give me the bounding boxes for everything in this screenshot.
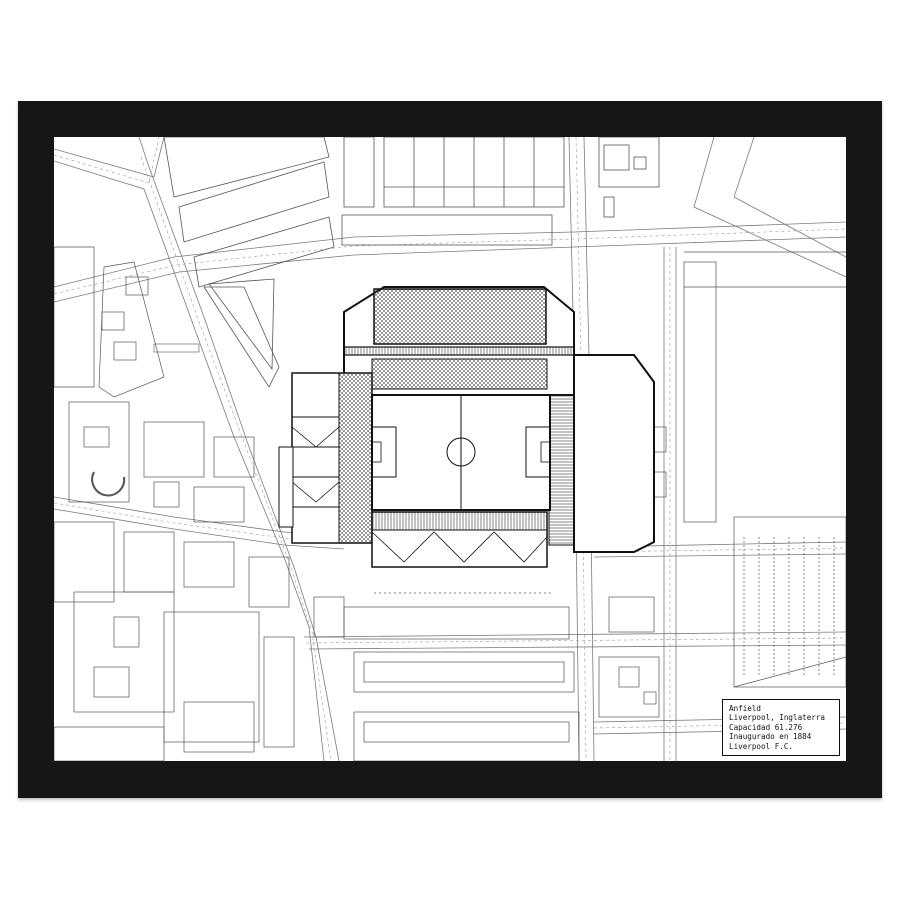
- road-centerlines: [54, 137, 846, 761]
- top-blocks: [163, 137, 660, 388]
- stadium-club: Liverpool F.C.: [729, 741, 794, 751]
- stadium-capacity: Capacidad 61.276: [729, 722, 803, 732]
- park: [208, 278, 275, 371]
- stadium-opened: Inaugurado en 1884: [729, 732, 812, 742]
- stadium-name: Anfield: [729, 704, 762, 713]
- anfield-stadium: [278, 286, 655, 568]
- bottom-terraces: [313, 592, 580, 761]
- picture-frame: Anfield Liverpool, Inglaterra Capacidad …: [18, 101, 882, 798]
- stadium-location: Liverpool, Inglaterra: [729, 713, 826, 723]
- street-map: [54, 137, 846, 761]
- legend-box: Anfield Liverpool, Inglaterra Capacidad …: [722, 699, 840, 756]
- right-area: [598, 251, 846, 718]
- left-neighborhood: [54, 246, 295, 761]
- map-print: Anfield Liverpool, Inglaterra Capacidad …: [54, 137, 846, 761]
